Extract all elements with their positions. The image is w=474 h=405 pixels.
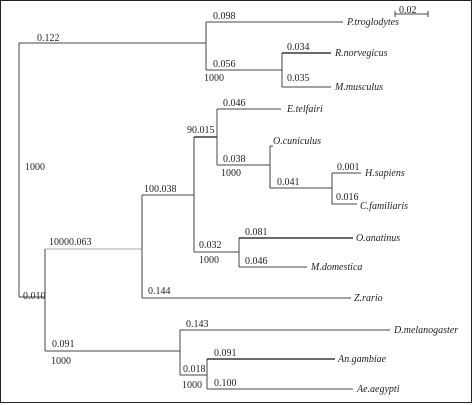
taxon-e-telfairi: E.telfairi xyxy=(286,104,323,115)
branch-length-insects: 0.091 xyxy=(52,339,75,350)
branch-length-mosquitoes: 0.018 xyxy=(183,364,206,375)
branch-length-z-rario: 0.144 xyxy=(148,286,171,297)
branch-length-d-melanogaster: 0.143 xyxy=(186,319,209,330)
taxon-m-domestica: M.domestica xyxy=(310,262,362,273)
bootstrap-mosquitoes: 1000 xyxy=(182,380,202,391)
taxon-h-sapiens: H.sapiens xyxy=(364,168,405,179)
branch-length-placentals: 90.015 xyxy=(187,125,215,136)
branch-length-c-familiaris: 0.016 xyxy=(336,192,359,203)
taxon-m-musculus: M.musculus xyxy=(334,82,383,93)
bootstrap-cuniculus-clade: 1000 xyxy=(221,168,241,179)
scale-bar-label: 0.02 xyxy=(399,5,417,16)
branch-length-ae-aegypti: 0.100 xyxy=(214,378,237,389)
branch-length-cuniculus-clade: 0.038 xyxy=(223,154,246,165)
branch-length-human-dog: 0.041 xyxy=(277,177,300,188)
bootstrap-rodents: 1000 xyxy=(204,73,224,84)
branch-length-r-norvegicus: 0.034 xyxy=(287,42,310,53)
taxon-c-familiaris: C.familiaris xyxy=(360,201,408,212)
branch-length-p-troglodytes: 0.098 xyxy=(213,11,236,22)
branch-length-o-anatinus: 0.081 xyxy=(245,227,268,238)
branch-length-an-gambiae: 0.091 xyxy=(214,348,237,359)
bootstrap-marsupial-clade: 1000 xyxy=(199,255,219,266)
taxon-an-gambiae: An.gambiae xyxy=(337,354,387,365)
taxon-p-troglodytes: P.troglodytes xyxy=(346,17,399,28)
branch-length-top-clade: 0.122 xyxy=(37,33,60,44)
branch-length-rodents: 0.056 xyxy=(213,59,236,70)
branch-length-e-telfairi: 0.046 xyxy=(223,98,246,109)
bootstrap-root: 1000 xyxy=(25,162,45,173)
branch-length-m-domestica: 0.046 xyxy=(245,256,268,267)
taxon-ae-aegypti: Ae.aegypti xyxy=(356,384,400,395)
taxon-z-rario: Z.rario xyxy=(354,293,383,304)
branch-length-marsupial-clade: 0.032 xyxy=(199,240,222,251)
taxon-r-norvegicus: R.norvegicus xyxy=(334,48,388,59)
branch-length-vertebrates: 10000.063 xyxy=(49,237,92,248)
taxon-o-cuniculus: O.cuniculus xyxy=(273,136,321,147)
branch-length-bottom-clade: 0.010 xyxy=(23,291,46,302)
branch-length-mammals: 100.038 xyxy=(144,184,177,195)
branch-length-h-sapiens: 0.001 xyxy=(337,162,360,173)
branch-length-m-musculus: 0.035 xyxy=(287,73,310,84)
taxon-d-melanogaster: D.melanogaster xyxy=(393,325,458,336)
taxon-o-anatinus: O.anatinus xyxy=(356,233,400,244)
bootstrap-insects: 1000 xyxy=(51,356,71,367)
